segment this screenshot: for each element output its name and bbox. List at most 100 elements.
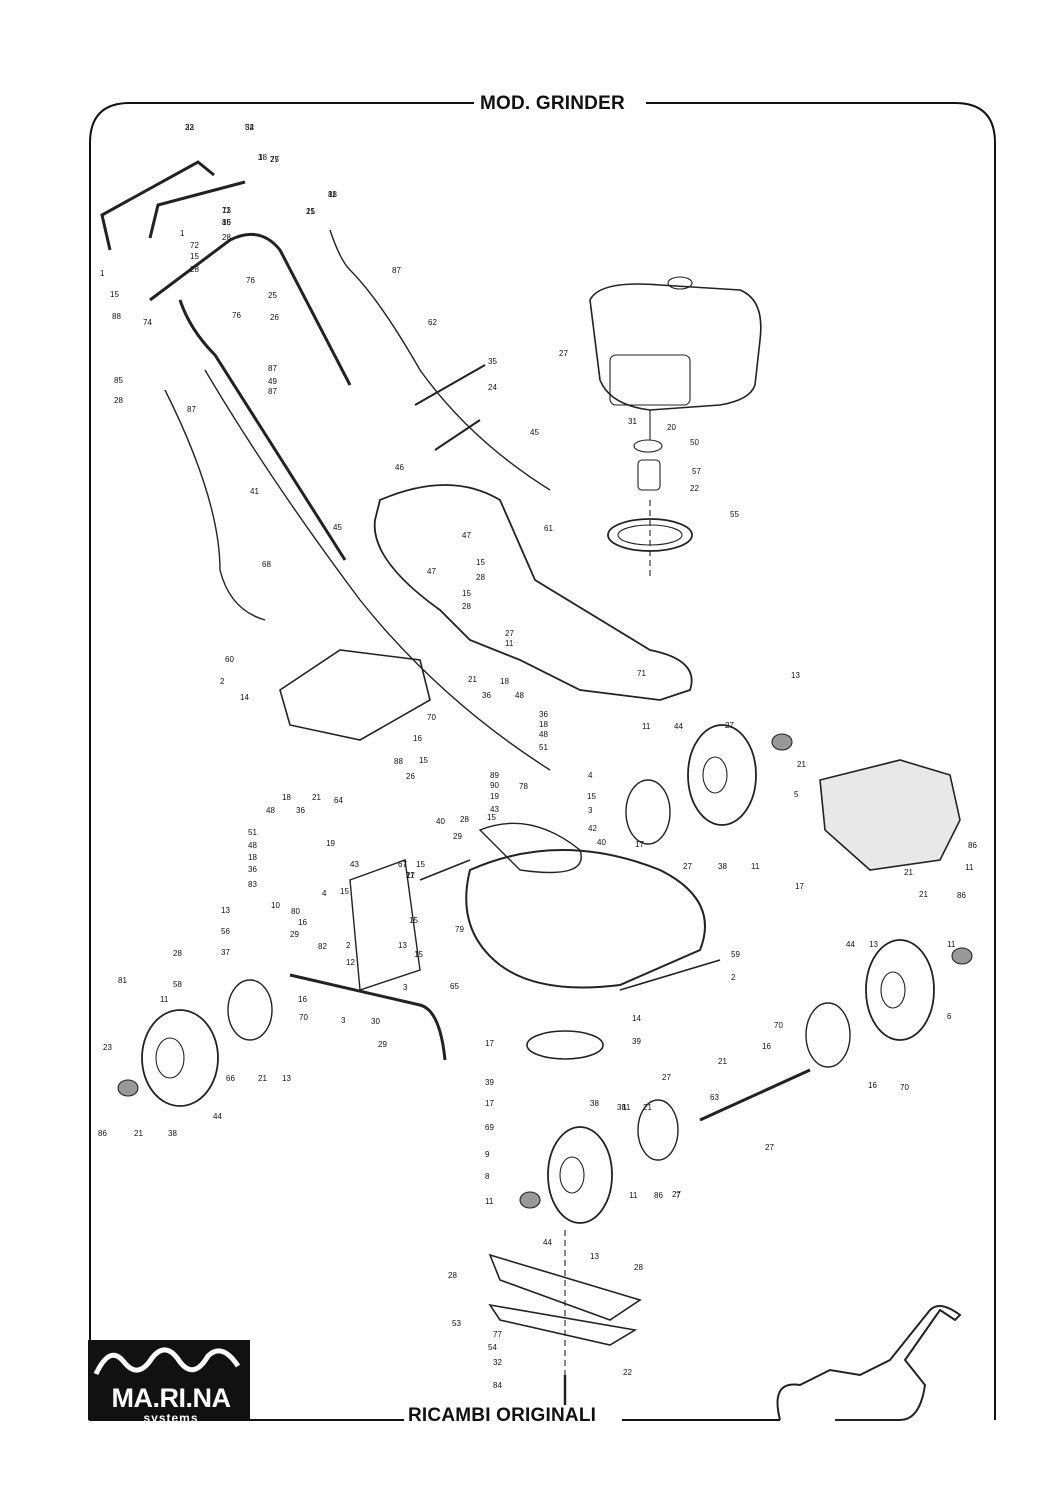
callout-64: 64 [334,796,343,805]
callout-44: 44 [213,1112,222,1121]
callout-78: 78 [519,782,528,791]
callout-44: 44 [846,940,855,949]
callout-39: 39 [632,1037,641,1046]
callout-11: 11 [328,190,337,199]
callout-21: 21 [312,793,321,802]
callout-11: 11 [406,871,415,880]
callout-58: 58 [173,980,182,989]
callout-21: 21 [718,1057,727,1066]
belt [478,822,582,874]
callout-14: 14 [240,693,249,702]
diagram-title: MOD. GRINDER [474,93,631,115]
callout-15: 15 [306,207,315,216]
diagram-border-right [646,102,996,1420]
callout-20: 20 [667,423,676,432]
callout-15: 15 [587,792,596,801]
callout-32: 32 [493,1358,502,1367]
callout-22: 22 [623,1368,632,1377]
callout-87: 87 [268,387,277,396]
callout-82: 82 [318,942,327,951]
callout-17: 17 [635,840,644,849]
callout-22: 22 [690,484,699,493]
callout-24: 24 [488,383,497,392]
callout-38: 38 [168,1129,177,1138]
callout-90: 90 [490,781,499,790]
callout-49: 49 [268,377,277,386]
logo-brand: MA.RI.NA [111,1383,232,1413]
callout-44: 44 [674,722,683,731]
callout-13: 13 [282,1074,291,1083]
callout-54: 54 [488,1343,497,1352]
callout-2: 2 [220,677,225,686]
callout-18: 18 [248,853,257,862]
callout-48: 48 [539,730,548,739]
callout-18: 18 [500,677,509,686]
grass-bag-59 [819,759,961,871]
callout-27: 27 [406,871,415,880]
deck-58 [465,849,706,989]
callout-60: 60 [225,655,234,664]
callout-87: 87 [187,405,196,414]
callout-62: 62 [428,318,437,327]
callout-86: 86 [968,841,977,850]
side-plate [349,859,421,991]
callout-29: 29 [290,930,299,939]
callout-3: 3 [588,806,593,815]
upper-handle [100,160,246,251]
callout-15: 15 [190,252,199,261]
callout-44: 44 [543,1238,552,1247]
callout-35: 35 [488,357,497,366]
callout-27: 27 [662,1073,671,1082]
callout-17: 17 [485,1039,494,1048]
callout-26: 26 [270,313,279,322]
callout-21: 21 [306,207,315,216]
cable-lower [204,369,551,771]
callout-11: 11 [622,1103,631,1112]
callout-27: 27 [672,1190,681,1199]
callout-11: 11 [965,863,974,872]
callout-27: 27 [765,1143,774,1152]
callout-83: 83 [248,880,257,889]
callout-28: 28 [634,1263,643,1272]
callout-56: 56 [221,927,230,936]
callout-21: 21 [134,1129,143,1138]
callout-71: 71 [637,669,646,678]
callout-21: 21 [904,868,913,877]
main-handle [149,232,352,561]
callout-39: 39 [485,1078,494,1087]
callout-11: 11 [629,1191,638,1200]
callout-15: 15 [487,813,496,822]
callout-7: 7 [676,1191,681,1200]
callout-19: 19 [326,839,335,848]
callout-48: 48 [515,691,524,700]
callout-26: 26 [406,772,415,781]
callout-28: 28 [460,815,469,824]
logo-sub: systems [143,1411,199,1425]
callout-1: 1 [258,153,263,162]
callout-77: 77 [493,1330,502,1339]
callout-6: 6 [947,1012,952,1021]
footer-title: RICAMBI ORIGINALI [404,1405,601,1427]
callout-28: 28 [114,396,123,405]
callout-66: 66 [226,1074,235,1083]
axle-66 [289,973,447,1061]
callout-48: 48 [248,841,257,850]
callout-51: 51 [539,743,548,752]
callout-15: 15 [414,950,423,959]
callout-89: 89 [490,771,499,780]
callout-52: 52 [245,123,254,132]
callout-70: 70 [774,1021,783,1030]
callout-27: 27 [559,349,568,358]
callout-76: 76 [246,276,255,285]
rear-flap-60 [279,649,431,741]
callout-13: 13 [791,671,800,680]
callout-2: 2 [346,941,351,950]
callout-70: 70 [900,1083,909,1092]
blade-hub-69 [526,1030,604,1060]
callout-69: 69 [485,1123,494,1132]
callout-80: 80 [291,907,300,916]
callout-16: 16 [868,1081,877,1090]
callout-28: 28 [476,573,485,582]
callout-42: 42 [588,824,597,833]
callout-19: 19 [490,792,499,801]
